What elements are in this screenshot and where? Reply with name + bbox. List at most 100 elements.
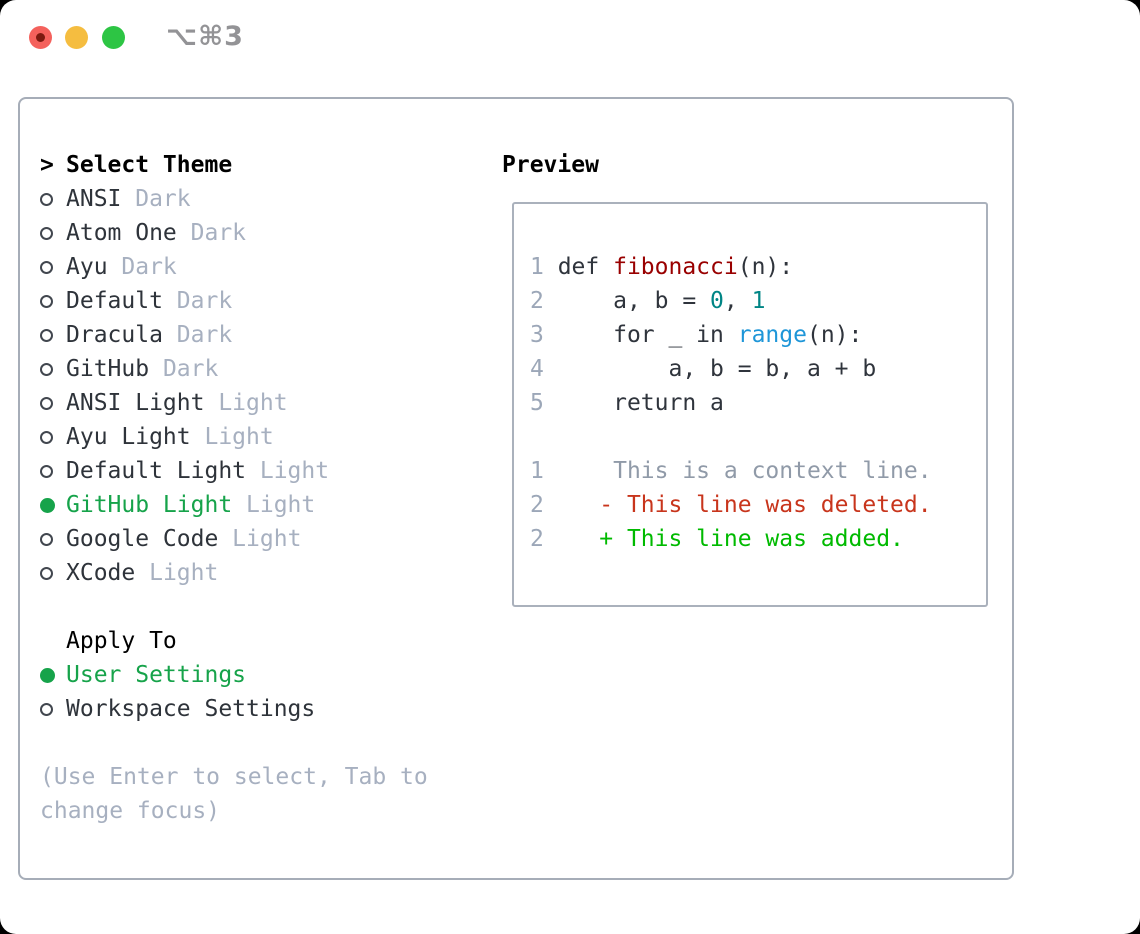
theme-option-xcode[interactable]: XCode Light (40, 556, 428, 590)
option-label: XCode (66, 560, 136, 586)
titlebar: ⌥⌘3 (0, 0, 1140, 74)
token-plain: for _ in (557, 322, 738, 348)
token-plain: return a (557, 390, 724, 416)
option-variant-label: Dark (107, 254, 177, 280)
theme-option-dracula[interactable]: Dracula Dark (40, 318, 428, 352)
radio-unselected-icon (40, 566, 66, 580)
apply-option-user-settings[interactable]: User Settings (40, 658, 428, 692)
token-plain: , (723, 288, 752, 314)
select-theme-title: Select Theme (66, 152, 233, 178)
token-plain: def (557, 254, 614, 280)
focus-prompt-icon: > (40, 152, 54, 178)
spacer-row (40, 726, 428, 760)
option-variant-label: Light (232, 492, 316, 518)
token-number: 0 (710, 288, 724, 314)
option-label: Ayu (66, 254, 108, 280)
close-button[interactable] (29, 26, 52, 49)
token-plain: (n): (806, 322, 863, 348)
radio-unselected-icon (40, 464, 66, 478)
theme-option-github[interactable]: GitHub Dark (40, 352, 428, 386)
token-builtin: range (737, 322, 807, 348)
option-variant-label: Light (135, 560, 219, 586)
theme-option-google-code[interactable]: Google Code Light (40, 522, 428, 556)
option-label: ANSI Light (66, 390, 205, 416)
apply-to-header: Apply To (40, 624, 428, 658)
radio-selected-icon (40, 497, 66, 513)
preview-line: 2 a, b = 0, 1 (530, 288, 765, 314)
option-label: ANSI (66, 186, 122, 212)
line-number: 1 (530, 458, 558, 484)
line-number: 1 (530, 254, 558, 280)
minimize-button[interactable] (65, 26, 88, 49)
preview-title: Preview (502, 152, 599, 178)
option-label: Default Light (66, 458, 247, 484)
spacer-row (40, 590, 428, 624)
option-label: Default (66, 288, 163, 314)
token-number: 1 (751, 288, 766, 314)
token-func: fibonacci (613, 254, 738, 280)
line-number: 2 (530, 492, 558, 518)
line-number: 5 (530, 390, 558, 416)
option-label: GitHub Light (66, 492, 233, 518)
radio-unselected-icon (40, 260, 66, 274)
token-plain: a, b = b, a + b (557, 356, 877, 382)
radio-selected-icon (40, 667, 66, 683)
close-button-dot-icon (36, 33, 45, 42)
theme-option-github-light[interactable]: GitHub Light Light (40, 488, 428, 522)
preview-line: 3 for _ in range(n): (530, 322, 862, 348)
option-variant-label: Light (204, 390, 288, 416)
radio-unselected-icon (40, 430, 66, 444)
option-variant-label: Dark (162, 288, 233, 314)
preview-line: 2 - This line was deleted. (530, 492, 932, 518)
zoom-button[interactable] (102, 26, 125, 49)
theme-option-default[interactable]: Default Dark (40, 284, 428, 318)
token-context: This is a context line. (557, 458, 932, 484)
preview-line: 5 return a (530, 390, 724, 416)
option-variant-label: Dark (121, 186, 191, 212)
token-plain: a, b = (557, 288, 711, 314)
apply-to-title: Apply To (66, 628, 177, 654)
theme-option-default-light[interactable]: Default Light Light (40, 454, 428, 488)
help-text-line2: change focus) (40, 798, 221, 824)
radio-unselected-icon (40, 294, 66, 308)
preview-line: 4 a, b = b, a + b (530, 356, 876, 382)
token-deleted: - This line was deleted. (599, 492, 932, 518)
preview-line: 1 def fibonacci(n): (530, 254, 793, 280)
option-variant-label: Light (246, 458, 330, 484)
theme-option-ayu-light[interactable]: Ayu Light Light (40, 420, 428, 454)
preview-box: 1 def fibonacci(n): 2 a, b = 0, 1 3 for … (512, 202, 988, 607)
radio-unselected-icon (40, 396, 66, 410)
option-variant-label: Dark (176, 220, 247, 246)
radio-unselected-icon (40, 702, 66, 716)
option-label: Google Code (66, 526, 219, 552)
option-label: GitHub (66, 356, 150, 382)
radio-unselected-icon (40, 362, 66, 376)
apply-option-workspace-settings[interactable]: Workspace Settings (40, 692, 428, 726)
help-text-line1: (Use Enter to select, Tab to (40, 764, 428, 790)
theme-option-ansi[interactable]: ANSI Dark (40, 182, 428, 216)
preview-line: 2 + This line was added. (530, 526, 904, 552)
token-plain (558, 526, 600, 552)
theme-option-ansi-light[interactable]: ANSI Light Light (40, 386, 428, 420)
theme-option-atom-one[interactable]: Atom One Dark (40, 216, 428, 250)
window-shortcut-label: ⌥⌘3 (166, 21, 244, 52)
radio-unselected-icon (40, 192, 66, 206)
option-variant-label: Dark (162, 322, 233, 348)
token-added: + This line was added. (599, 526, 904, 552)
option-variant-label: Light (190, 424, 274, 450)
line-number: 4 (530, 356, 558, 382)
option-label: Atom One (66, 220, 177, 246)
line-number: 2 (530, 288, 558, 314)
radio-unselected-icon (40, 226, 66, 240)
theme-option-ayu[interactable]: Ayu Dark (40, 250, 428, 284)
token-plain: (n): (737, 254, 794, 280)
radio-unselected-icon (40, 328, 66, 342)
radio-unselected-icon (40, 532, 66, 546)
option-label: User Settings (66, 662, 247, 688)
option-variant-label: Dark (149, 356, 219, 382)
token-plain (558, 492, 600, 518)
